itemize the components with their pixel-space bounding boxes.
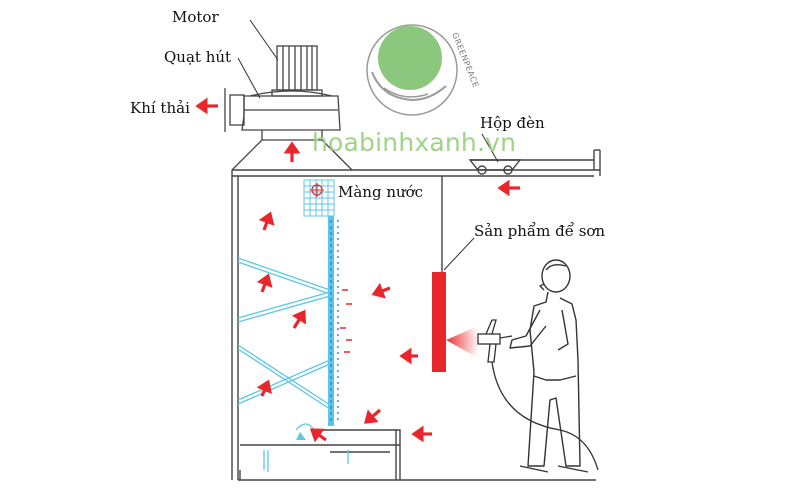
- arrow-icon: [411, 425, 432, 443]
- arrow-icon: [291, 309, 307, 329]
- watermark: hoabinhxanh.vn: [312, 128, 517, 157]
- logo-icon: GREENPEACE: [366, 24, 480, 116]
- exhaust-outlet: [229, 94, 245, 126]
- arrow-icon: [283, 141, 301, 162]
- spray-gun-icon: [477, 319, 599, 471]
- product-panel: [432, 272, 446, 372]
- leader-lines: [237, 19, 499, 271]
- label-fan: Quạt hút: [164, 48, 232, 66]
- arrow-icon: [256, 379, 272, 397]
- arrow-icon: [256, 273, 273, 293]
- arrow-icon: [258, 211, 275, 231]
- arrow-icon: [371, 282, 391, 299]
- arrow-icon: [309, 428, 327, 443]
- water-curtain: [303, 179, 339, 426]
- label-exhaust: Khí thải: [130, 99, 190, 117]
- booth-outline: [231, 149, 601, 481]
- label-light-box: Hộp đèn: [480, 114, 545, 132]
- light-box: [468, 159, 522, 171]
- arrow-icon: [497, 179, 520, 197]
- label-product: Sản phẩm để sơn: [474, 222, 606, 240]
- label-motor: Motor: [172, 8, 219, 26]
- flow-arrows: [195, 97, 520, 443]
- arrow-icon: [363, 408, 382, 424]
- paint-particles: [340, 289, 352, 353]
- spray-cone: [446, 326, 478, 358]
- arrow-icon: [195, 97, 218, 115]
- logo-text: GREENPEACE: [450, 31, 480, 89]
- fan-housing: [241, 95, 341, 131]
- baffles: [237, 257, 349, 472]
- arrow-icon: [399, 347, 418, 365]
- painter-figure: [509, 259, 589, 473]
- label-water-curtain: Màng nước: [338, 183, 424, 201]
